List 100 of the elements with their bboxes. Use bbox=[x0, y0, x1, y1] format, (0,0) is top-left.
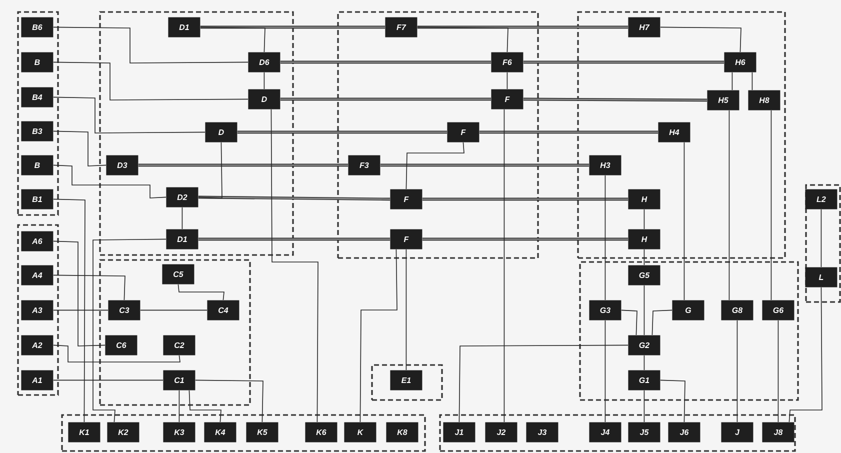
wire bbox=[770, 110, 772, 300]
module-box: J6 bbox=[668, 422, 700, 442]
module-box: K4 bbox=[204, 422, 236, 442]
module-box: B4 bbox=[21, 87, 54, 108]
wire bbox=[417, 26, 628, 29]
dashed-group-frame bbox=[579, 261, 799, 401]
module-box: J bbox=[721, 422, 754, 442]
dashed-group-frame bbox=[99, 259, 251, 406]
module-box: H4 bbox=[658, 122, 690, 142]
module-box: F bbox=[491, 89, 524, 110]
module-box: F bbox=[390, 229, 422, 250]
wire bbox=[200, 26, 266, 52]
wire bbox=[178, 390, 180, 422]
wire bbox=[422, 238, 628, 241]
wire bbox=[53, 310, 108, 311]
wire bbox=[506, 72, 508, 90]
module-box: H5 bbox=[707, 90, 740, 110]
wire bbox=[406, 249, 407, 370]
module-box: K3 bbox=[163, 422, 196, 442]
module-box: D bbox=[248, 89, 280, 110]
dashed-group-frame bbox=[805, 184, 841, 303]
wire bbox=[140, 310, 208, 311]
wire bbox=[182, 207, 183, 230]
module-box: B1 bbox=[21, 189, 54, 210]
wire bbox=[188, 390, 222, 422]
wire bbox=[195, 380, 264, 422]
module-box: H3 bbox=[589, 155, 622, 176]
module-box: B6 bbox=[21, 17, 54, 38]
dashed-group-frame bbox=[61, 414, 426, 452]
wire bbox=[660, 26, 742, 52]
module-box: C1 bbox=[163, 370, 196, 390]
module-box: F3 bbox=[348, 155, 380, 176]
module-box: D1 bbox=[166, 229, 198, 250]
wire bbox=[788, 287, 822, 422]
module-box: H bbox=[628, 189, 660, 210]
wire bbox=[604, 175, 606, 300]
wire bbox=[53, 240, 106, 346]
dashed-group-frame bbox=[17, 11, 59, 216]
module-box: A4 bbox=[21, 265, 54, 286]
module-box: B3 bbox=[21, 121, 54, 142]
wire bbox=[53, 96, 206, 134]
module-box: D6 bbox=[248, 52, 280, 72]
dashed-group-frame bbox=[439, 414, 796, 452]
dashed-group-frame bbox=[17, 224, 59, 396]
wire bbox=[736, 320, 738, 422]
wire bbox=[360, 249, 398, 422]
module-box: J3 bbox=[526, 422, 558, 442]
wire bbox=[644, 249, 645, 266]
module-box: D2 bbox=[166, 187, 198, 208]
module-box: A6 bbox=[21, 231, 54, 252]
wire bbox=[684, 142, 685, 300]
module-box: L bbox=[805, 267, 838, 288]
module-box: H6 bbox=[724, 52, 756, 72]
wire bbox=[523, 60, 724, 64]
wire bbox=[644, 209, 645, 230]
module-box: F bbox=[447, 122, 480, 142]
wire bbox=[92, 238, 166, 422]
wire bbox=[53, 164, 166, 198]
module-box: G3 bbox=[589, 300, 622, 320]
module-box: B bbox=[21, 52, 54, 72]
module-box: H8 bbox=[748, 90, 780, 110]
module-box: D bbox=[205, 122, 238, 142]
module-box: C2 bbox=[163, 335, 196, 356]
wire bbox=[752, 72, 753, 90]
wire bbox=[604, 320, 606, 422]
module-box: F7 bbox=[385, 17, 418, 38]
module-box: G1 bbox=[628, 370, 660, 390]
module-box: J4 bbox=[589, 422, 622, 442]
module-box: C5 bbox=[162, 264, 194, 284]
wire bbox=[53, 62, 248, 100]
module-box: D1 bbox=[168, 17, 200, 38]
wire bbox=[778, 320, 779, 422]
wire bbox=[728, 110, 730, 300]
wire bbox=[53, 344, 180, 362]
wire bbox=[422, 198, 628, 201]
wire bbox=[523, 98, 708, 102]
module-box: G5 bbox=[628, 265, 660, 286]
module-box: J5 bbox=[628, 422, 660, 442]
wire bbox=[198, 142, 222, 198]
module-box: J8 bbox=[762, 422, 794, 442]
wire bbox=[200, 26, 385, 29]
module-box: J1 bbox=[443, 422, 476, 442]
wire bbox=[53, 380, 164, 381]
wire bbox=[504, 109, 505, 422]
wire bbox=[458, 344, 628, 422]
module-box: F6 bbox=[491, 52, 524, 72]
wire bbox=[53, 274, 126, 300]
wire bbox=[820, 209, 822, 268]
module-box: K5 bbox=[246, 422, 278, 442]
wire bbox=[198, 196, 390, 201]
wire bbox=[417, 26, 508, 52]
module-box: K8 bbox=[386, 422, 418, 442]
wire bbox=[198, 238, 390, 241]
module-box: A3 bbox=[21, 300, 54, 320]
module-box: C3 bbox=[108, 300, 140, 320]
wire bbox=[280, 60, 491, 64]
module-box: A2 bbox=[21, 335, 54, 356]
wire bbox=[237, 130, 447, 134]
module-box: K6 bbox=[305, 422, 338, 442]
wire bbox=[660, 380, 686, 422]
